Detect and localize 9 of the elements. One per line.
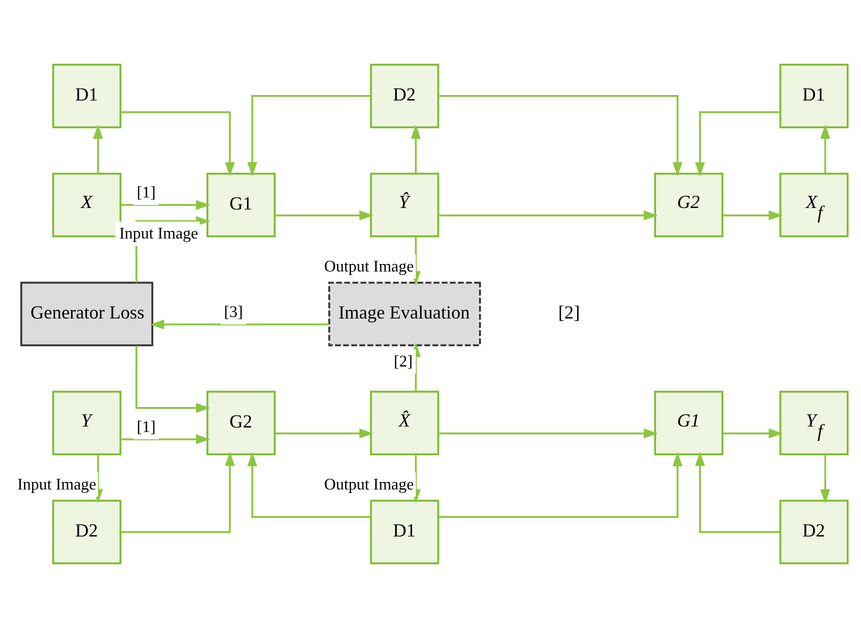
- edge-label: Output Image: [324, 475, 414, 494]
- label: [2]: [558, 302, 580, 324]
- edge-label: Input Image: [17, 475, 96, 494]
- edge-label: [1]: [136, 418, 156, 436]
- edge-label: Output Image: [324, 257, 414, 276]
- edge-label: [3]: [224, 303, 243, 322]
- edge-label: [2]: [394, 352, 413, 370]
- edge-label: Input Image: [119, 224, 198, 243]
- edge-label: [1]: [136, 184, 156, 202]
